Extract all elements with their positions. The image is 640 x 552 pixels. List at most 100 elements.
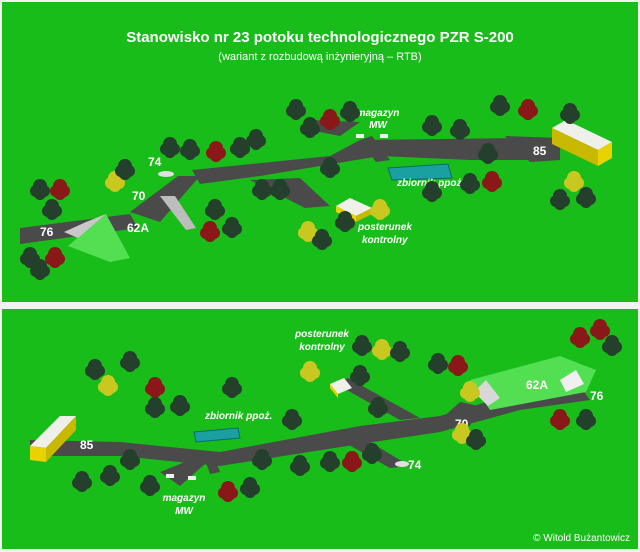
tree	[452, 423, 472, 444]
copyright: © Witold Bużantowicz	[533, 533, 630, 544]
tree	[460, 381, 480, 402]
guard-post-bottom	[330, 378, 352, 398]
tree	[448, 355, 468, 376]
tree	[85, 359, 105, 380]
tree	[340, 101, 360, 122]
tree	[115, 159, 135, 180]
tree	[145, 397, 165, 418]
pad-74	[158, 171, 174, 177]
label-kontrolny-bottom: kontrolny	[299, 342, 345, 353]
subtitle: (wariant z rozbudową inżynieryjną – RTB)	[218, 51, 421, 63]
road-segment	[250, 178, 330, 208]
tree	[145, 377, 165, 398]
tree	[140, 475, 160, 496]
tree	[320, 157, 340, 178]
tree	[206, 141, 226, 162]
tree	[120, 351, 140, 372]
tree	[602, 335, 622, 356]
tree	[570, 327, 590, 348]
label-70-top: 70	[132, 189, 146, 203]
shelter-62a	[64, 214, 106, 238]
road-segment	[205, 456, 220, 474]
magazine-mw-bottom	[166, 474, 196, 480]
tree	[335, 211, 355, 232]
tree	[282, 409, 302, 430]
tree	[222, 377, 242, 398]
water-tank-bottom	[193, 427, 241, 443]
tree	[428, 353, 448, 374]
road-segment	[360, 136, 390, 162]
tree	[576, 409, 596, 430]
tree	[200, 221, 220, 242]
label-magazyn-top: magazyn	[357, 108, 400, 119]
tree	[466, 429, 486, 450]
label-62a-bottom: 62A	[526, 378, 548, 392]
tree	[576, 187, 596, 208]
tree	[368, 397, 388, 418]
tree	[482, 171, 502, 192]
magazine-mw-top	[356, 134, 388, 138]
tree	[372, 339, 392, 360]
tree	[490, 95, 510, 116]
tree	[246, 129, 266, 150]
tree	[98, 375, 118, 396]
road-segment	[505, 136, 560, 162]
road-segment	[160, 456, 214, 486]
tree	[422, 115, 442, 136]
label-zbiornik-bottom: zbiornik ppoż.	[204, 411, 272, 422]
tree	[478, 143, 498, 164]
road-segment	[192, 140, 396, 184]
tree	[120, 449, 140, 470]
tree	[550, 189, 570, 210]
embankment-70	[160, 196, 196, 230]
tree	[422, 181, 442, 202]
label-85-bottom: 85	[80, 438, 94, 452]
tree	[72, 471, 92, 492]
tree	[160, 137, 180, 158]
label-magazyn-bottom: magazyn	[163, 493, 206, 504]
tree	[30, 259, 50, 280]
label-kontrolny-top: kontrolny	[362, 235, 408, 246]
tree	[342, 451, 362, 472]
tree	[218, 481, 238, 502]
tree	[352, 335, 372, 356]
tree	[590, 319, 610, 340]
tree	[170, 395, 190, 416]
tree	[286, 99, 306, 120]
tree	[300, 117, 320, 138]
tree	[252, 449, 272, 470]
tree	[50, 179, 70, 200]
trees	[20, 95, 622, 502]
label-posterunek-bottom: posterunek	[294, 329, 349, 340]
tree	[450, 119, 470, 140]
building-85-bottom	[30, 416, 76, 462]
tree	[45, 247, 65, 268]
tree	[320, 109, 340, 130]
tree	[518, 99, 538, 120]
tree	[42, 199, 62, 220]
label-62a-top: 62A	[127, 221, 149, 235]
tree	[240, 477, 260, 498]
tree	[205, 199, 225, 220]
title: Stanowisko nr 23 potoku technologicznego…	[126, 29, 514, 46]
tree	[390, 341, 410, 362]
label-76-top: 76	[40, 225, 54, 239]
bottom-panel-background	[2, 309, 638, 549]
tree	[30, 179, 50, 200]
label-74-bottom: 74	[408, 458, 422, 472]
label-posterunek-top: posterunek	[357, 222, 412, 233]
tree	[230, 137, 250, 158]
tree	[564, 171, 584, 192]
tree	[362, 443, 382, 464]
tree	[252, 179, 272, 200]
embankment-62a	[68, 214, 130, 262]
tree	[222, 217, 242, 238]
tree	[550, 409, 570, 430]
tree	[312, 229, 332, 250]
tree	[20, 247, 40, 268]
tree	[180, 139, 200, 160]
label-mw-top: MW	[369, 120, 388, 131]
label-mw-bottom: MW	[175, 506, 194, 517]
